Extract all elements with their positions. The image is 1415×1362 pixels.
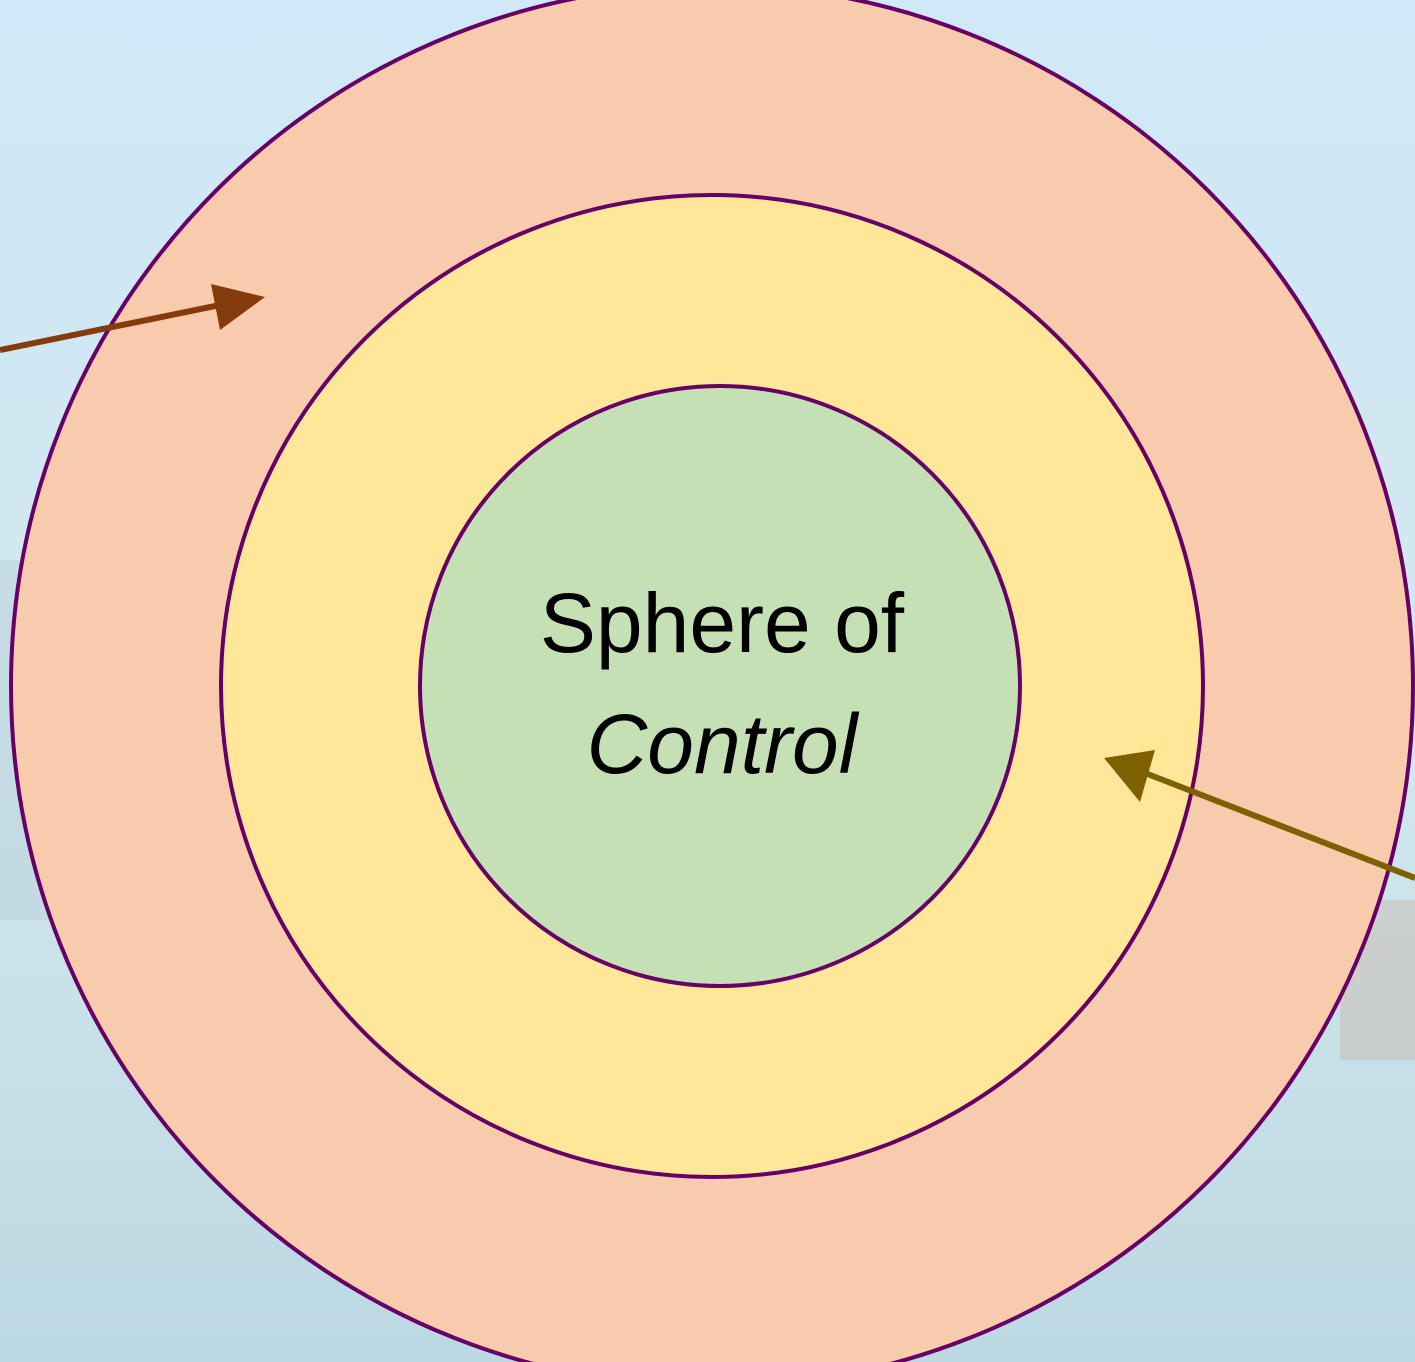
center-label-line2: Control <box>587 697 860 791</box>
inner-circle <box>420 386 1020 986</box>
center-label-line1: Sphere of <box>540 576 905 670</box>
